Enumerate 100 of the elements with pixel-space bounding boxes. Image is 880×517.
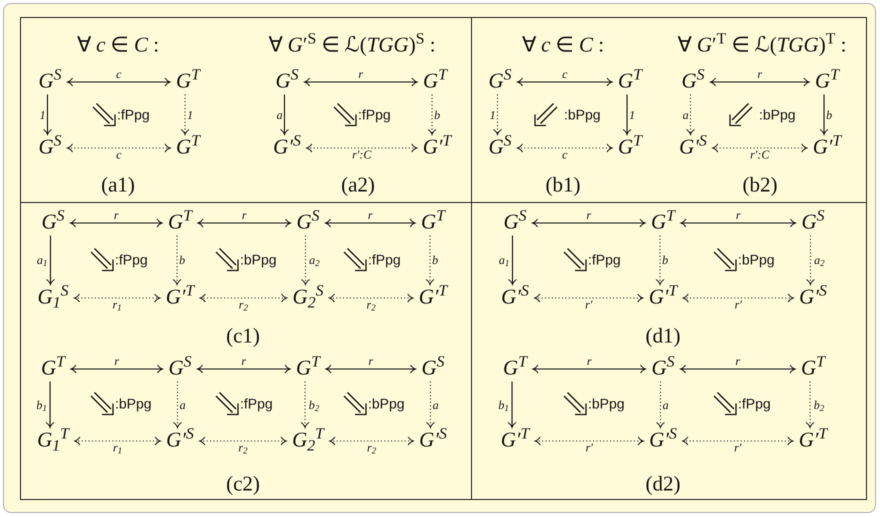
graph-object: G′$^{T}$ — [500, 430, 530, 450]
graph-object: G$^{S}$ — [488, 70, 512, 92]
edge-label: r — [735, 355, 740, 368]
graph-object: G$^{T}$ — [618, 70, 642, 92]
graph-object: G′$^{T}$ — [798, 430, 828, 450]
diagram-caption: (c2) — [226, 474, 260, 494]
edge-label: c — [116, 68, 122, 80]
cell-label: :bPpg — [564, 106, 601, 124]
edge-label: r$_{2}$ — [238, 442, 248, 454]
graph-object: G$^{T}$ — [176, 136, 200, 158]
edge-label: b — [662, 254, 668, 266]
cell-label: :bPpg — [738, 250, 775, 270]
quantifier-heading: ∀ G′$^{S}$ ∈ ℒ(TGG)$^{S}$ : — [268, 34, 436, 56]
graph-object: G$^{S}$ — [41, 212, 65, 232]
edge-label: r — [586, 209, 592, 222]
edge-label: r′ — [734, 298, 742, 311]
graph-object: G$^{S}$ — [651, 358, 675, 378]
edge-label: r — [736, 209, 741, 222]
edge-label: r$_{2}$ — [366, 298, 376, 311]
graph-object: G′$^{T}$ — [422, 136, 452, 158]
cell-label: :fPpg — [117, 106, 150, 124]
edge-label: a$_{2}$ — [309, 254, 320, 266]
graph-object: G$^{S}$ — [801, 212, 825, 232]
graph-object: G$^{S}$ — [168, 358, 192, 378]
edge-label: a — [682, 108, 689, 120]
graph-object: G$^{T}$ — [296, 358, 320, 378]
graph-object: G$^{T}$ — [176, 70, 200, 92]
graph-object: G$^{S}$ — [421, 358, 445, 378]
edge-label: r′ — [585, 298, 592, 311]
graph-object: G$^{T}$ — [168, 212, 192, 232]
edge-label: c — [562, 68, 568, 80]
edge-label: r$_{2}$ — [238, 298, 248, 311]
cell-label: :bPpg — [115, 394, 152, 414]
edge-label: r — [368, 209, 373, 222]
edge-label: b$_{2}$ — [308, 398, 320, 410]
edge-label: b$_{1}$ — [498, 398, 509, 410]
diagram-caption: (a2) — [341, 174, 375, 196]
graph-object: G′$^{S}$ — [273, 136, 301, 158]
cell-label: :bPpg — [240, 250, 277, 270]
edge-label: 1 — [187, 108, 194, 120]
cell-label: :fPpg — [368, 250, 401, 270]
edge-label: b — [179, 254, 186, 266]
diagram-caption: (b1) — [546, 174, 580, 196]
edge-label: r — [586, 355, 592, 368]
cell-label: :bPpg — [588, 394, 625, 414]
edge-label: a$_{2}$ — [814, 254, 825, 266]
graph-object: G$^{T}$ — [421, 212, 445, 232]
cell-label: :fPpg — [738, 394, 771, 414]
edge-label: r′:C — [352, 148, 372, 161]
edge-label: b$_{1}$ — [36, 398, 47, 410]
edge-label: r′ — [586, 442, 593, 454]
edge-label: r — [242, 209, 247, 222]
graph-object: G′$^{S}$ — [649, 430, 677, 450]
graph-object: G$^{T}$ — [815, 70, 839, 92]
cell-label: :fPpg — [115, 250, 148, 270]
edge-label: a$_{1}$ — [36, 254, 48, 266]
quantifier-heading: ∀ G′$^{T}$ ∈ ℒ(TGG)$^{T}$ : — [678, 34, 846, 56]
edge-label: r — [358, 68, 364, 80]
cell-label: :fPpg — [358, 106, 391, 124]
diagram-caption: (b2) — [742, 174, 778, 196]
graph-object: G$^{S}$ — [275, 70, 299, 92]
edge-label: a — [180, 398, 186, 410]
graph-object: G′$^{T}$ — [648, 286, 678, 308]
graph-object: G$^{T}$ — [503, 358, 527, 378]
graph-object: G′$^{S}$ — [501, 286, 529, 308]
graph-object: G$^{S}$ — [503, 212, 527, 232]
edge-label: r′:C — [750, 148, 770, 161]
edge-label: b$_{2}$ — [814, 398, 824, 410]
edge-label: c — [562, 148, 568, 161]
graph-object: G$^{T}$ — [423, 70, 447, 92]
diagram-caption: (a1) — [101, 174, 135, 196]
graph-object: G$^{T}$ — [651, 212, 675, 232]
diagram-caption: (c1) — [226, 326, 260, 346]
graph-object: G$^{S}$ — [38, 136, 62, 158]
edge-label: a — [276, 108, 283, 120]
edge-label: a$_{1}$ — [498, 254, 510, 266]
edge-label: 1 — [490, 108, 496, 120]
diagram-caption: (d2) — [646, 474, 680, 494]
graph-object: G$^{S}$ — [681, 70, 705, 92]
graph-object: G′$^{S}$ — [799, 286, 827, 308]
cell-label: :bPpg — [368, 394, 405, 414]
cell-label: :fPpg — [240, 394, 273, 414]
edge-label: r — [757, 68, 762, 80]
edge-label: r$_{2}$ — [366, 442, 376, 454]
edge-label: 1 — [40, 108, 46, 120]
diagram-caption: (d1) — [646, 326, 680, 346]
cell-label: :bPpg — [759, 106, 796, 124]
edge-label: c — [116, 148, 122, 161]
graph-object: G$^{T}$ — [41, 358, 65, 378]
cell-label: :fPpg — [588, 250, 621, 270]
edge-label: b — [434, 108, 440, 120]
edge-label: r — [241, 355, 246, 368]
edge-label: a — [432, 398, 439, 410]
graph-object: G$^{T}$ — [618, 136, 642, 158]
edge-label: r$_{1}$ — [112, 298, 122, 311]
edge-label: r — [114, 209, 119, 222]
graph-object: G′$^{T}$ — [166, 286, 194, 308]
graph-object: G$^{S}$ — [296, 212, 320, 232]
graph-object: G$^{S}$ — [38, 70, 62, 92]
graph-object: G′$^{S}$ — [419, 430, 447, 450]
